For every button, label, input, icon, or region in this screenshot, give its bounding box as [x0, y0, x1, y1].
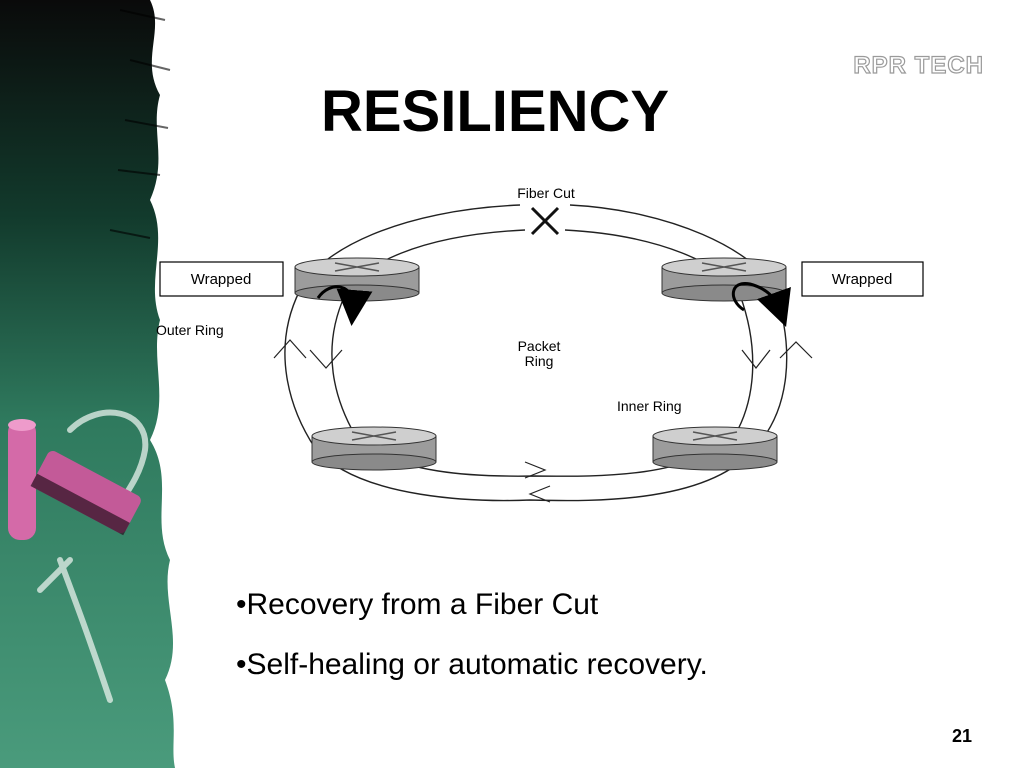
chalk-piece-icon — [8, 419, 36, 540]
bullet-item: •Recovery from a Fiber Cut — [236, 588, 599, 621]
wrap-arrow-right-icon — [732, 282, 791, 327]
wrapped-right-label: Wrapped — [832, 271, 893, 288]
page-number: 21 — [951, 726, 972, 746]
router-top-left-icon — [294, 257, 420, 302]
packet-ring-diagram: Fiber Cut Wrapped Wrapped Outer Ring Inn… — [156, 185, 924, 503]
bullet-list: •Recovery from a Fiber Cut •Self-healing… — [236, 588, 708, 708]
outer-ring-label: Outer Ring — [156, 322, 224, 338]
router-top-right-icon — [661, 257, 787, 302]
packet-ring-label-line2: Ring — [525, 353, 554, 369]
wrap-arrow-left-icon — [316, 285, 373, 326]
slide-title: RESILIENCY — [320, 79, 670, 144]
wrapped-left-label: Wrapped — [191, 271, 252, 288]
inner-ring-label: Inner Ring — [617, 398, 682, 414]
brand-logo: RPR TECH — [853, 51, 984, 79]
chalkboard-decoration — [0, 0, 175, 768]
router-bottom-left-icon — [311, 426, 437, 471]
fiber-cut-label: Fiber Cut — [517, 185, 575, 201]
bullet-item: •Self-healing or automatic recovery. — [236, 648, 708, 681]
packet-ring-label-line1: Packet — [518, 338, 561, 354]
fiber-cut-icon — [530, 206, 560, 236]
router-bottom-right-icon — [652, 426, 778, 471]
